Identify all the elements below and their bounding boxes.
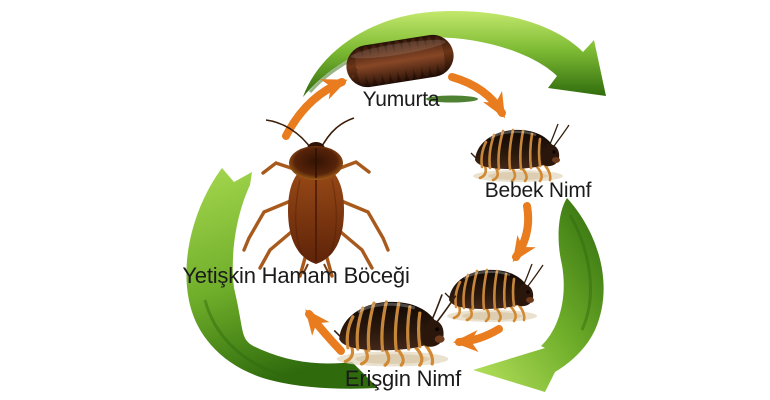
- adult-cockroach-illustration: [242, 117, 390, 278]
- arrow-mid-to-adolescent-nymph: [453, 325, 503, 353]
- baby-nymph-illustration: [469, 122, 571, 184]
- stage-label-adult: Yetişkin Hamam Böceği: [182, 263, 410, 288]
- recycle-band-top: [303, 11, 606, 97]
- stage-label-adolescent-nymph: Erişgin Nimf: [344, 366, 462, 391]
- arrow-baby-to-mid-nymph: [512, 202, 536, 262]
- stage-label-egg: Yumurta: [362, 88, 440, 111]
- arrow-adolescent-to-adult: [305, 309, 345, 355]
- arrow-adult-to-egg: [282, 78, 348, 140]
- adolescent-nymph-illustration: [332, 292, 458, 369]
- recycle-band-left: [186, 168, 380, 390]
- stage-label-baby-nymph: Bebek Nimf: [484, 179, 592, 202]
- egg-illustration: [346, 34, 454, 88]
- recycle-band-right: [473, 198, 604, 392]
- mid-nymph-illustration: [443, 262, 545, 324]
- arrow-egg-to-baby-nymph: [448, 73, 506, 119]
- leaf-sliver: [426, 95, 478, 103]
